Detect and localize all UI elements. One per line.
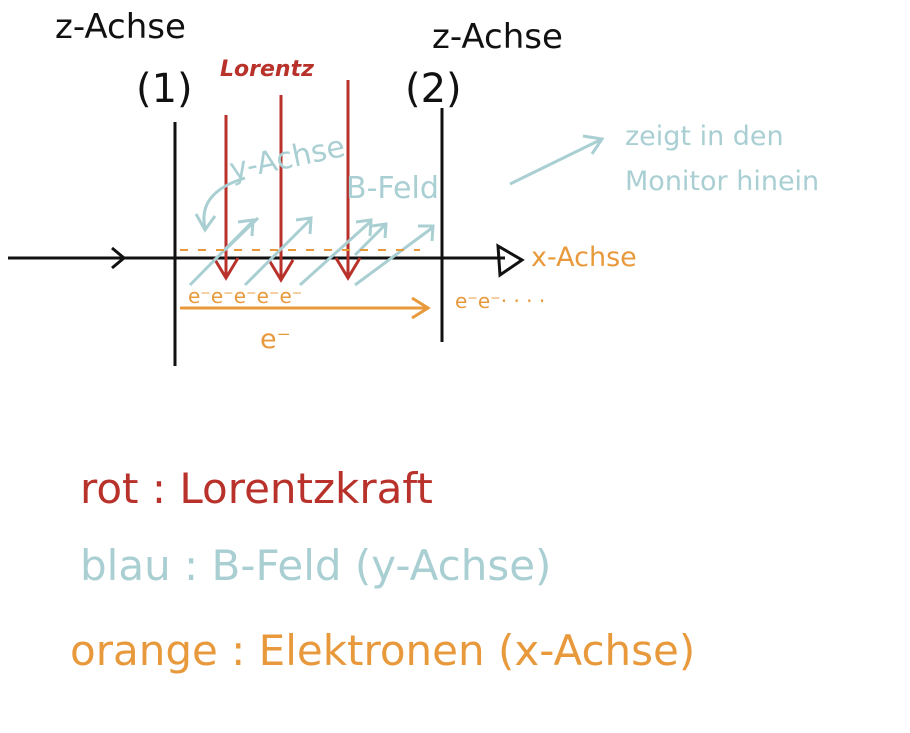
legend-orange: orange : Elektronen (x-Achse) (70, 626, 695, 675)
b-field-arrow-4 (354, 224, 435, 287)
electron-label: e⁻ (260, 324, 291, 355)
legend-red: rot : Lorentzkraft (80, 464, 433, 513)
b-field-arrow-1 (188, 218, 255, 287)
lorentz-arrow-2 (267, 95, 295, 283)
note-line-1: zeigt in den (625, 121, 784, 152)
b-field-arrow-5 (223, 216, 260, 252)
marker-2: (2) (405, 66, 462, 112)
legend-blue: blau : B-Feld (y-Achse) (80, 541, 551, 590)
electron-tail-label: e⁻e⁻· · · · (455, 289, 545, 313)
electron-row-label: e⁻e⁻e⁻e⁻e⁻ (188, 284, 302, 308)
y-axis-curve-arrowhead (194, 213, 217, 233)
marker-1: (1) (136, 66, 193, 112)
x-axis-line (8, 243, 525, 278)
lorentz-arrow-1 (212, 115, 240, 281)
x-axis-label: x-Achse (531, 242, 637, 273)
note-line-2: Monitor hinein (625, 166, 819, 197)
note-arrow (509, 134, 605, 186)
b-field-label: B-Feld (346, 171, 439, 206)
b-field-arrow-3 (298, 218, 373, 287)
electron-arrow (180, 296, 431, 320)
z-axis-label-2: z-Achse (432, 17, 563, 57)
z-axis-label-1: z-Achse (55, 7, 186, 47)
lorentz-label: Lorentz (220, 57, 314, 82)
b-field-arrow-2 (243, 216, 313, 287)
y-axis-curve-arrow (202, 176, 246, 229)
